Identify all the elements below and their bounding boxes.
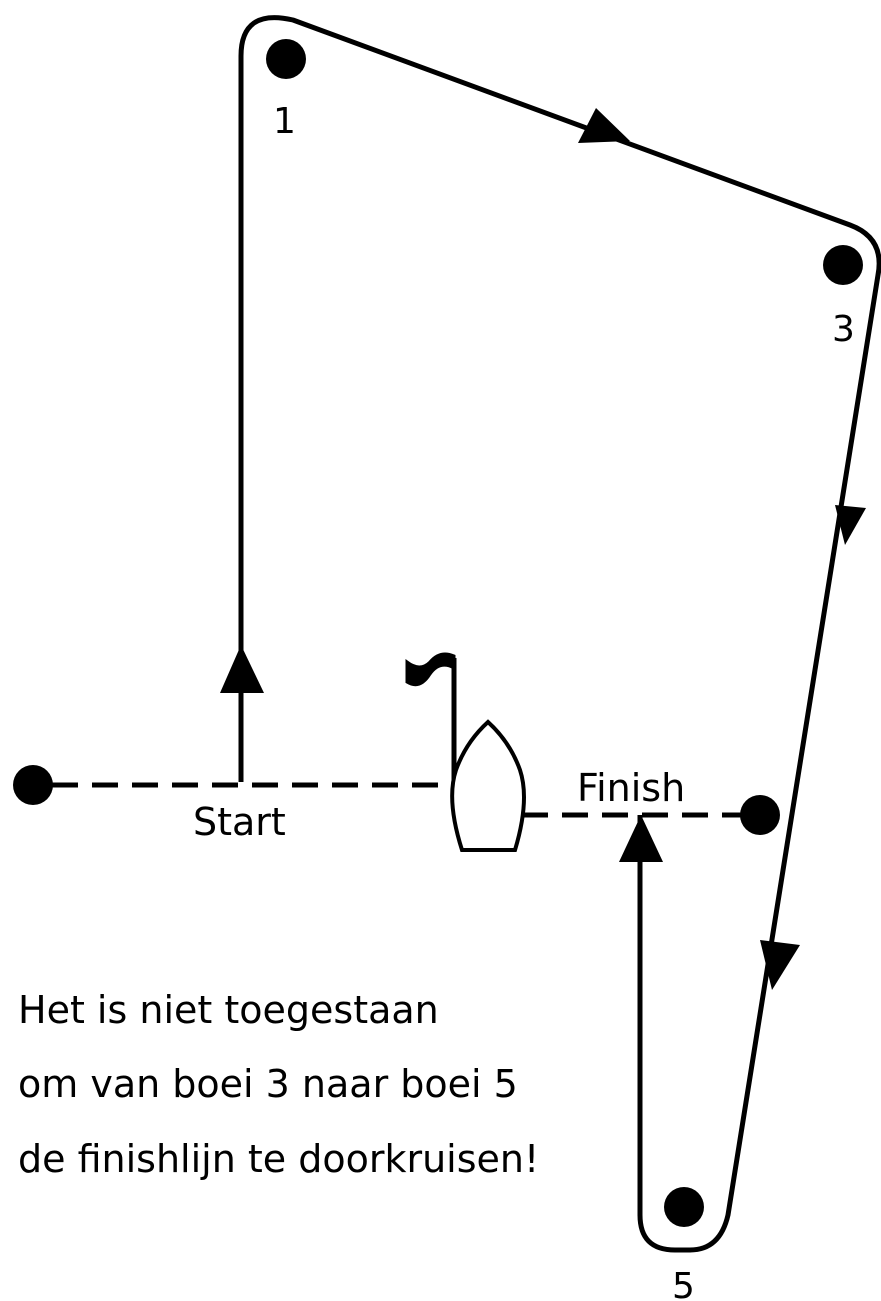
direction-arrow-icon (835, 505, 866, 545)
committee-boat-icon (450, 719, 526, 852)
flag-icon (405, 652, 456, 687)
buoy-5-label: 5 (672, 1266, 695, 1301)
buoy-icon (664, 1187, 704, 1227)
note-line-1: Het is niet toegestaan (18, 988, 439, 1032)
committee-boat-group (405, 652, 526, 852)
direction-arrow-icon (220, 645, 264, 693)
buoy-1-label: 1 (273, 101, 296, 142)
buoy-icon (823, 245, 863, 285)
buoy-icon (266, 39, 306, 79)
start-pin-buoy-icon (13, 765, 53, 805)
course-route (238, 15, 881, 1253)
note-line-3: de finishlijn te doorkruisen! (18, 1137, 539, 1181)
direction-arrow-icon (578, 108, 630, 143)
buoy-3-label: 3 (832, 309, 855, 350)
finish-label: Finish (577, 766, 685, 810)
direction-arrow-icon (760, 940, 800, 990)
start-label: Start (193, 800, 286, 844)
direction-arrow-icon (619, 815, 663, 862)
finish-pin-buoy-icon (740, 795, 780, 835)
note-line-2: om van boei 3 naar boei 5 (18, 1062, 518, 1106)
